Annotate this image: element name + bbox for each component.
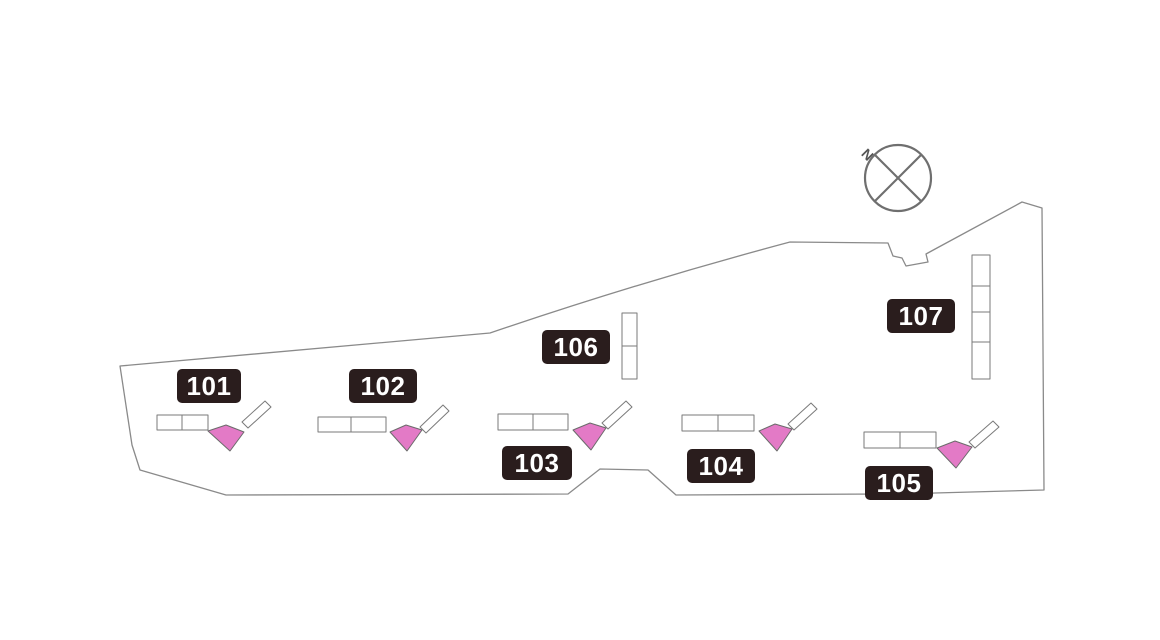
building-label-102[interactable]: 102 (349, 369, 417, 403)
building-label-104[interactable]: 104 (687, 449, 755, 483)
building-label-101[interactable]: 101 (177, 369, 241, 403)
building-107[interactable] (971, 254, 991, 380)
building-107-block (971, 254, 991, 380)
building-102-block (317, 416, 387, 433)
building-102-wing (419, 404, 450, 434)
building-label-103[interactable]: 103 (502, 446, 572, 480)
building-106[interactable] (621, 312, 638, 380)
compass-needle-cross (874, 154, 922, 202)
building-label-107[interactable]: 107 (887, 299, 955, 333)
building-101-unit-highlight[interactable] (207, 424, 245, 452)
building-label-105[interactable]: 105 (865, 466, 933, 500)
building-105-unit-highlight[interactable] (936, 440, 973, 469)
building-102-unit-highlight[interactable] (389, 424, 423, 452)
building-104-wing (787, 402, 818, 431)
building-105-wing (968, 420, 1000, 449)
building-101-wing (241, 400, 272, 429)
building-105[interactable] (863, 420, 1000, 469)
building-label-106[interactable]: 106 (542, 330, 610, 364)
building-103-unit-highlight[interactable] (572, 422, 607, 451)
building-103-wing (601, 400, 633, 430)
building-101[interactable] (156, 400, 272, 452)
compass-icon: N (858, 143, 933, 213)
building-104[interactable] (681, 402, 818, 452)
building-104-unit-highlight[interactable] (758, 423, 793, 452)
building-103[interactable] (497, 400, 633, 451)
building-102[interactable] (317, 404, 450, 452)
